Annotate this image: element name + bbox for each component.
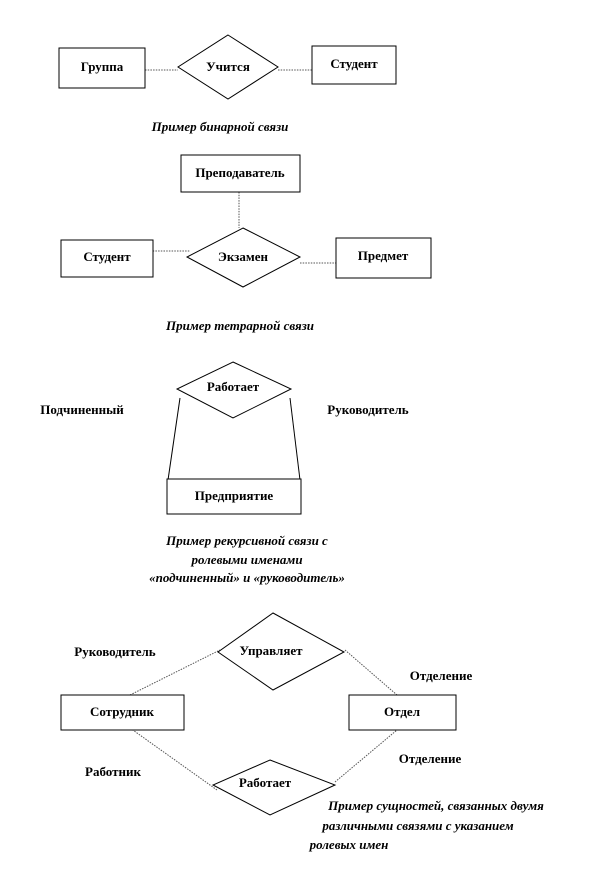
role-division-top-label: Отделение <box>410 668 473 683</box>
recursive-caption-line1: Пример рекурсивной связи с <box>165 533 328 548</box>
entity-enterprise-box <box>166 478 302 515</box>
entity-group-label: Группа <box>81 59 124 74</box>
entity-student2-label: Студент <box>83 249 131 264</box>
role-division-bottom-label: Отделение <box>399 751 462 766</box>
manages-link-right <box>344 649 398 696</box>
entity-teacher-label: Преподаватель <box>195 165 284 180</box>
ternary-relationship-section: Преподаватель Студент Экзамен Предмет Пр… <box>60 154 432 333</box>
entity-employee-box <box>60 694 185 731</box>
relation-manages-label: Управляет <box>239 643 303 658</box>
entity-student2-box <box>60 239 154 278</box>
recursive-link-left <box>167 397 181 481</box>
relation-studies-diamond <box>177 34 279 100</box>
role-head-label: Руководитель <box>74 644 156 659</box>
two-relationships-section: Управляет Работает Сотрудник Отдел Руков… <box>60 612 544 852</box>
entity-group-box <box>58 47 146 89</box>
binary-caption: Пример бинарной связи <box>151 119 289 134</box>
relation-works2-diamond <box>211 759 337 816</box>
relation-exam-label: Экзамен <box>218 249 268 264</box>
entity-enterprise-label: Предприятие <box>195 488 274 503</box>
relation-works2-label: Работает <box>239 775 292 790</box>
manages-link-left <box>129 649 221 696</box>
role-worker-label: Работник <box>85 764 141 779</box>
entity-department-label: Отдел <box>384 704 420 719</box>
role-subordinate-label: Подчиненный <box>40 402 124 417</box>
relation-exam-diamond <box>185 227 302 288</box>
entity-teacher-box <box>180 154 301 193</box>
role-manager-label: Руководитель <box>327 402 409 417</box>
entity-department-box <box>348 694 457 731</box>
binary-relationship-section: Группа Учится Студент Пример бинарной св… <box>58 34 397 134</box>
relation-studies-label: Учится <box>206 59 250 74</box>
recursive-relationship-section: Работает Предприятие Подчиненный Руковод… <box>40 361 409 585</box>
ternary-caption: Пример тетрарной связи <box>165 318 314 333</box>
entity-student-box <box>311 45 397 85</box>
entity-student-label: Студент <box>330 56 378 71</box>
recursive-caption-line2: ролевыми именами <box>190 552 302 567</box>
two-relations-caption-line2: различными связями с указанием <box>321 818 513 833</box>
entity-employee-label: Сотрудник <box>90 704 155 719</box>
relation-works-diamond <box>175 361 293 419</box>
relation-works-label: Работает <box>207 379 260 394</box>
recursive-caption-line3: «подчиненный» и «руководитель» <box>149 570 345 585</box>
works-link-right <box>334 729 398 783</box>
entity-subject-box <box>335 237 432 279</box>
two-relations-caption-line3: ролевых имен <box>309 837 389 852</box>
recursive-link-right <box>289 397 301 481</box>
works-link-left <box>129 727 218 791</box>
relation-manages-diamond <box>217 612 346 691</box>
entity-subject-label: Предмет <box>358 248 409 263</box>
two-relations-caption-line1: Пример сущностей, связанных двумя <box>327 798 544 813</box>
